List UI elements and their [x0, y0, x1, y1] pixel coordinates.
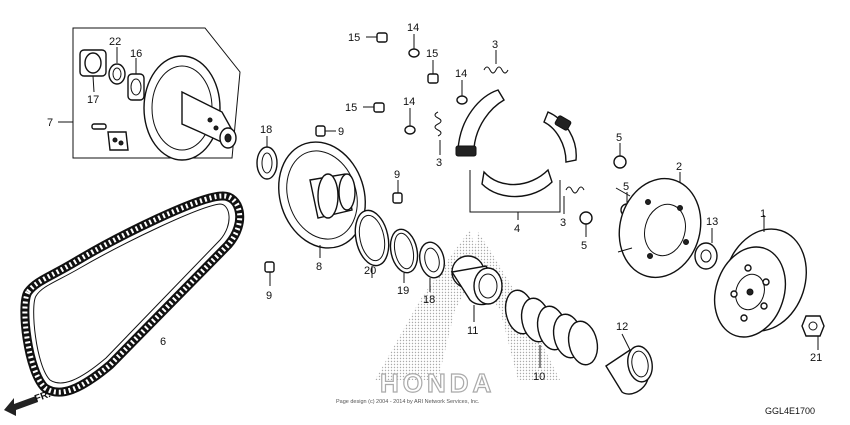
callout-15c[interactable]: 15 [345, 102, 357, 114]
driven-face-spring[interactable] [502, 288, 602, 368]
callout-14c[interactable]: 14 [403, 96, 415, 108]
o-ring-20[interactable] [351, 207, 394, 278]
callout-4[interactable]: 4 [514, 223, 520, 235]
nut-15b[interactable] [427, 60, 439, 84]
guide-pin-9c[interactable] [264, 261, 275, 286]
nut-21[interactable] [801, 315, 825, 350]
callout-5c[interactable]: 5 [581, 240, 587, 252]
direction-label: FR. [33, 389, 52, 405]
callout-5b[interactable]: 5 [623, 181, 629, 193]
needle-bearing-part[interactable] [79, 49, 107, 93]
oil-seal-part-22[interactable] [108, 47, 126, 85]
diagram-code: GGL4E1700 [765, 406, 815, 416]
callout-6[interactable]: 6 [160, 336, 166, 348]
callout-2[interactable]: 2 [676, 161, 682, 173]
callout-17[interactable]: 17 [87, 94, 99, 106]
slider-pin[interactable] [91, 123, 129, 151]
callout-13[interactable]: 13 [706, 216, 718, 228]
callout-18a[interactable]: 18 [260, 124, 272, 136]
callout-22[interactable]: 22 [109, 36, 121, 48]
washer-13[interactable] [694, 228, 718, 270]
callout-18b[interactable]: 18 [423, 294, 435, 306]
nut-5a[interactable] [613, 143, 627, 169]
callout-14a[interactable]: 14 [407, 22, 419, 34]
copyright-notice: Page design (c) 2004 - 2014 by ARI Netwo… [336, 399, 480, 405]
washer-14a[interactable] [408, 34, 420, 58]
guide-pin-9b[interactable] [392, 180, 403, 204]
callout-3b[interactable]: 3 [436, 157, 442, 169]
callout-9c[interactable]: 9 [266, 290, 272, 302]
callout-15a[interactable]: 15 [348, 32, 360, 44]
callout-5a[interactable]: 5 [616, 132, 622, 144]
clutch-shoe-assembly[interactable] [455, 89, 577, 220]
nut-15a[interactable] [366, 32, 388, 43]
shoe-spring-3b[interactable] [434, 111, 442, 155]
shoe-spring-3c[interactable] [563, 186, 585, 214]
callout-3c[interactable]: 3 [560, 217, 566, 229]
callout-labels: 1 2 3 3 3 4 5 5 5 6 7 8 9 9 9 10 11 12 1… [47, 22, 822, 383]
o-ring-19[interactable] [387, 227, 422, 283]
oil-seal-part-18b[interactable] [417, 240, 448, 292]
driven-face[interactable] [265, 131, 378, 260]
callout-1[interactable]: 1 [760, 208, 766, 220]
bearing-part-16[interactable] [127, 58, 145, 101]
drive-belt[interactable] [20, 191, 245, 397]
callout-15b[interactable]: 15 [426, 48, 438, 60]
callout-11[interactable]: 11 [467, 325, 478, 337]
callout-14b[interactable]: 14 [455, 68, 467, 80]
oil-seal-part-18a[interactable] [256, 136, 278, 180]
callout-7[interactable]: 7 [47, 117, 53, 129]
collar-12[interactable] [605, 333, 655, 395]
callout-20[interactable]: 20 [364, 265, 376, 277]
callout-12[interactable]: 12 [616, 321, 628, 333]
washer-14b[interactable] [456, 80, 468, 105]
callout-21[interactable]: 21 [810, 352, 822, 364]
front-direction-arrow: FR. [4, 389, 52, 416]
callout-19[interactable]: 19 [397, 285, 409, 297]
callout-9a[interactable]: 9 [338, 126, 344, 138]
callout-10[interactable]: 10 [533, 371, 545, 383]
seal-collar[interactable] [450, 255, 503, 322]
nut-15c[interactable] [363, 102, 385, 113]
watermark-text: HONDA [380, 368, 495, 398]
callout-3a[interactable]: 3 [492, 39, 498, 51]
callout-16[interactable]: 16 [130, 48, 142, 60]
nut-5c[interactable] [579, 211, 593, 237]
washer-14c[interactable] [404, 108, 416, 135]
callout-8[interactable]: 8 [316, 261, 322, 273]
shoe-spring-3a[interactable] [483, 50, 509, 74]
movable-drive-face[interactable] [143, 55, 237, 161]
guide-pin-9a[interactable] [315, 125, 336, 137]
callout-9b[interactable]: 9 [394, 169, 400, 181]
drive-plate[interactable] [608, 169, 711, 286]
assembly-box [58, 27, 241, 159]
clutch-outer[interactable] [703, 215, 819, 346]
